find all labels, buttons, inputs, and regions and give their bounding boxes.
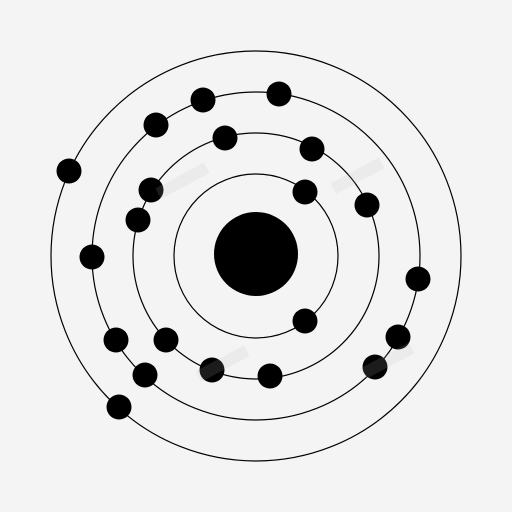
electron [292,308,318,334]
electron [143,112,169,138]
watermark-mark [360,342,415,379]
electron [153,327,179,353]
electron [106,394,132,420]
electron [199,357,225,383]
electron [257,363,283,389]
watermark-mark [195,345,250,382]
electron [79,244,105,270]
electron [212,125,238,151]
electron [266,81,292,107]
watermark-mark [330,157,385,194]
electron [385,324,411,350]
electron [125,207,151,233]
orbit-group [50,50,462,462]
electron [138,177,164,203]
electron [362,354,388,380]
electron-group [56,81,431,420]
watermark-marks [155,157,415,382]
electron [132,362,158,388]
orbit-shell-2 [132,132,380,380]
electron [292,179,318,205]
watermark-mark [155,162,210,199]
nucleus [214,212,298,296]
electron [354,192,380,218]
electron [103,327,129,353]
electron [299,136,325,162]
electron [190,87,216,113]
electron [405,266,431,292]
orbit-shell-4 [50,50,462,462]
electron [56,158,82,184]
orbit-shell-1 [173,173,339,339]
